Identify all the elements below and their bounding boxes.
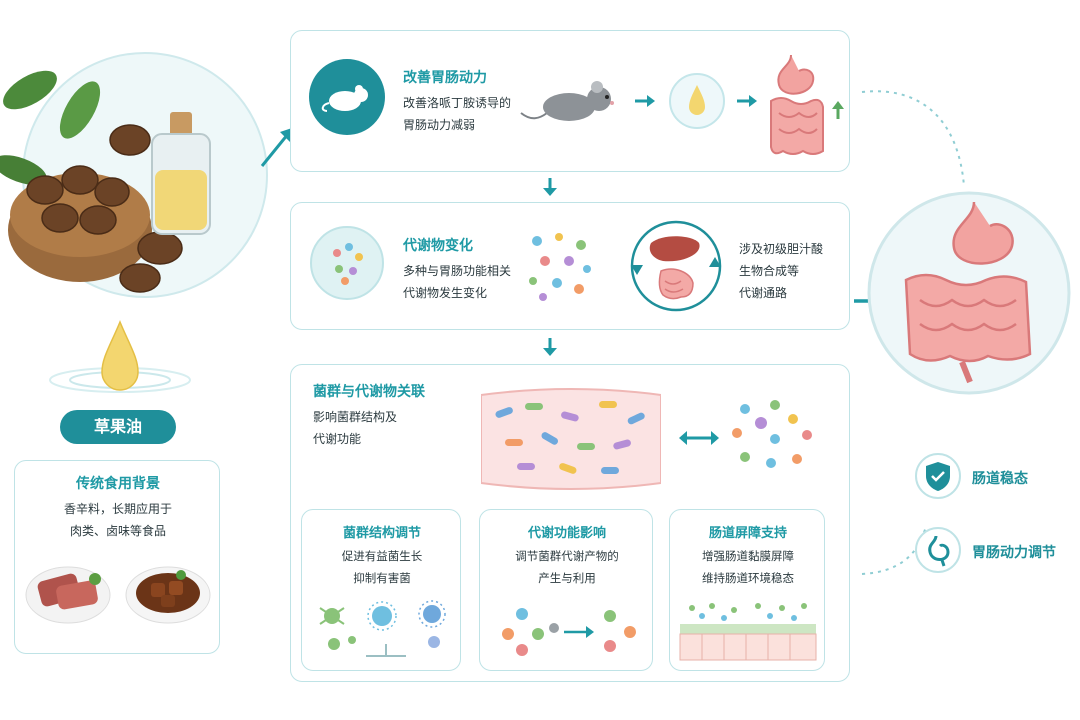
barrier-support-card: 肠道屏障支持 增强肠道黏膜屏障 维持肠道环境稳态 [669, 509, 825, 671]
oil-drop-icon [40, 318, 200, 408]
metabolite-line1: 多种与胃肠功能相关 [403, 264, 512, 278]
oil-drop-bubble-icon [667, 71, 727, 131]
motility-line1: 改善洛哌丁胺诱导的 [403, 96, 512, 110]
braised-dish-image [125, 557, 211, 627]
metabolite-pathway-line3: 代谢通路 [739, 286, 788, 300]
flora-line2: 代谢功能 [313, 432, 362, 446]
barrier-support-line2: 维持肠道环境稳态 [702, 571, 794, 585]
mouse-icon [309, 59, 385, 135]
motility-regulation-label: 胃肠动力调节 [972, 545, 1056, 561]
flora-structure-card: 菌群结构调节 促进有益菌生长 抑制有害菌 [301, 509, 461, 671]
metabolite-title: 代谢物变化 [403, 238, 473, 254]
flora-line1: 影响菌群结构及 [313, 410, 398, 424]
gut-homeostasis-icon [914, 452, 962, 500]
flow-arrow-to-panels [258, 122, 300, 172]
metabolite-pathway-line2: 生物合成等 [739, 264, 800, 278]
arrow-down-icon [540, 176, 560, 198]
liver-intestine-cycle-image [623, 213, 729, 319]
molecule-badge-icon [309, 225, 385, 301]
flora-structure-line1: 促进有益菌生长 [341, 549, 423, 563]
dotted-connector-bottom [858, 520, 938, 580]
cardamom-oil-label: 草果油 [60, 410, 176, 444]
metabolite-panel: 代谢物变化 多种与胃肠功能相关 代谢物发生变化 涉及初级胆汁酸 生物合成等 代谢… [290, 202, 850, 330]
flora-structure-title: 菌群结构调节 [342, 526, 421, 541]
arrow-right-icon [735, 93, 759, 109]
gut-microbiota-image [481, 385, 661, 493]
metabolic-function-title: 代谢功能影响 [527, 526, 606, 541]
motility-line2: 胃肠动力减弱 [403, 118, 476, 132]
double-arrow-icon [677, 429, 721, 447]
dotted-connector-top [858, 86, 978, 196]
traditional-use-line2: 肉类、卤味等食品 [69, 524, 166, 538]
bacteria-balance-image [310, 598, 454, 664]
flora-panel: 菌群与代谢物关联 影响菌群结构及 代谢功能 [290, 364, 850, 682]
mouse-model-image [517, 79, 627, 129]
metabolic-function-line1: 调节菌群代谢产物的 [515, 549, 619, 563]
flora-title: 菌群与代谢物关联 [313, 384, 425, 400]
traditional-use-line1: 香辛料，长期应用于 [63, 502, 172, 516]
intestinal-barrier-image [678, 600, 818, 664]
metabolite-conversion-image [492, 604, 642, 658]
motility-panel: 改善胃肠动力 改善洛哌丁胺诱导的 胃肠动力减弱 [290, 30, 850, 172]
healthy-digestive-tract-image [866, 186, 1072, 400]
arrow-right-icon [633, 93, 657, 109]
metabolite-dots-image [731, 399, 817, 479]
metabolite-dots-image [525, 231, 595, 303]
arrow-down-icon [540, 336, 560, 358]
barrier-support-title: 肠道屏障支持 [708, 526, 787, 541]
meat-dish-image [25, 557, 111, 627]
traditional-use-title: 传统食用背景 [76, 476, 160, 492]
metabolite-pathway-line1: 涉及初级胆汁酸 [739, 242, 824, 256]
arrow-up-icon [831, 99, 845, 121]
barrier-support-line1: 增强肠道黏膜屏障 [702, 549, 794, 563]
cardamom-oil-illustration [0, 40, 270, 310]
stomach-icon [914, 526, 962, 574]
metabolic-function-line2: 产生与利用 [538, 571, 596, 585]
motility-title: 改善胃肠动力 [403, 70, 487, 86]
metabolite-line2: 代谢物发生变化 [403, 286, 488, 300]
gut-homeostasis-label: 肠道稳态 [972, 471, 1028, 487]
flora-structure-line2: 抑制有害菌 [353, 571, 411, 585]
traditional-use-card: 传统食用背景 香辛料，长期应用于 肉类、卤味等食品 [14, 460, 220, 654]
metabolic-function-card: 代谢功能影响 调节菌群代谢产物的 产生与利用 [479, 509, 653, 671]
digestive-tract-image [765, 51, 829, 163]
